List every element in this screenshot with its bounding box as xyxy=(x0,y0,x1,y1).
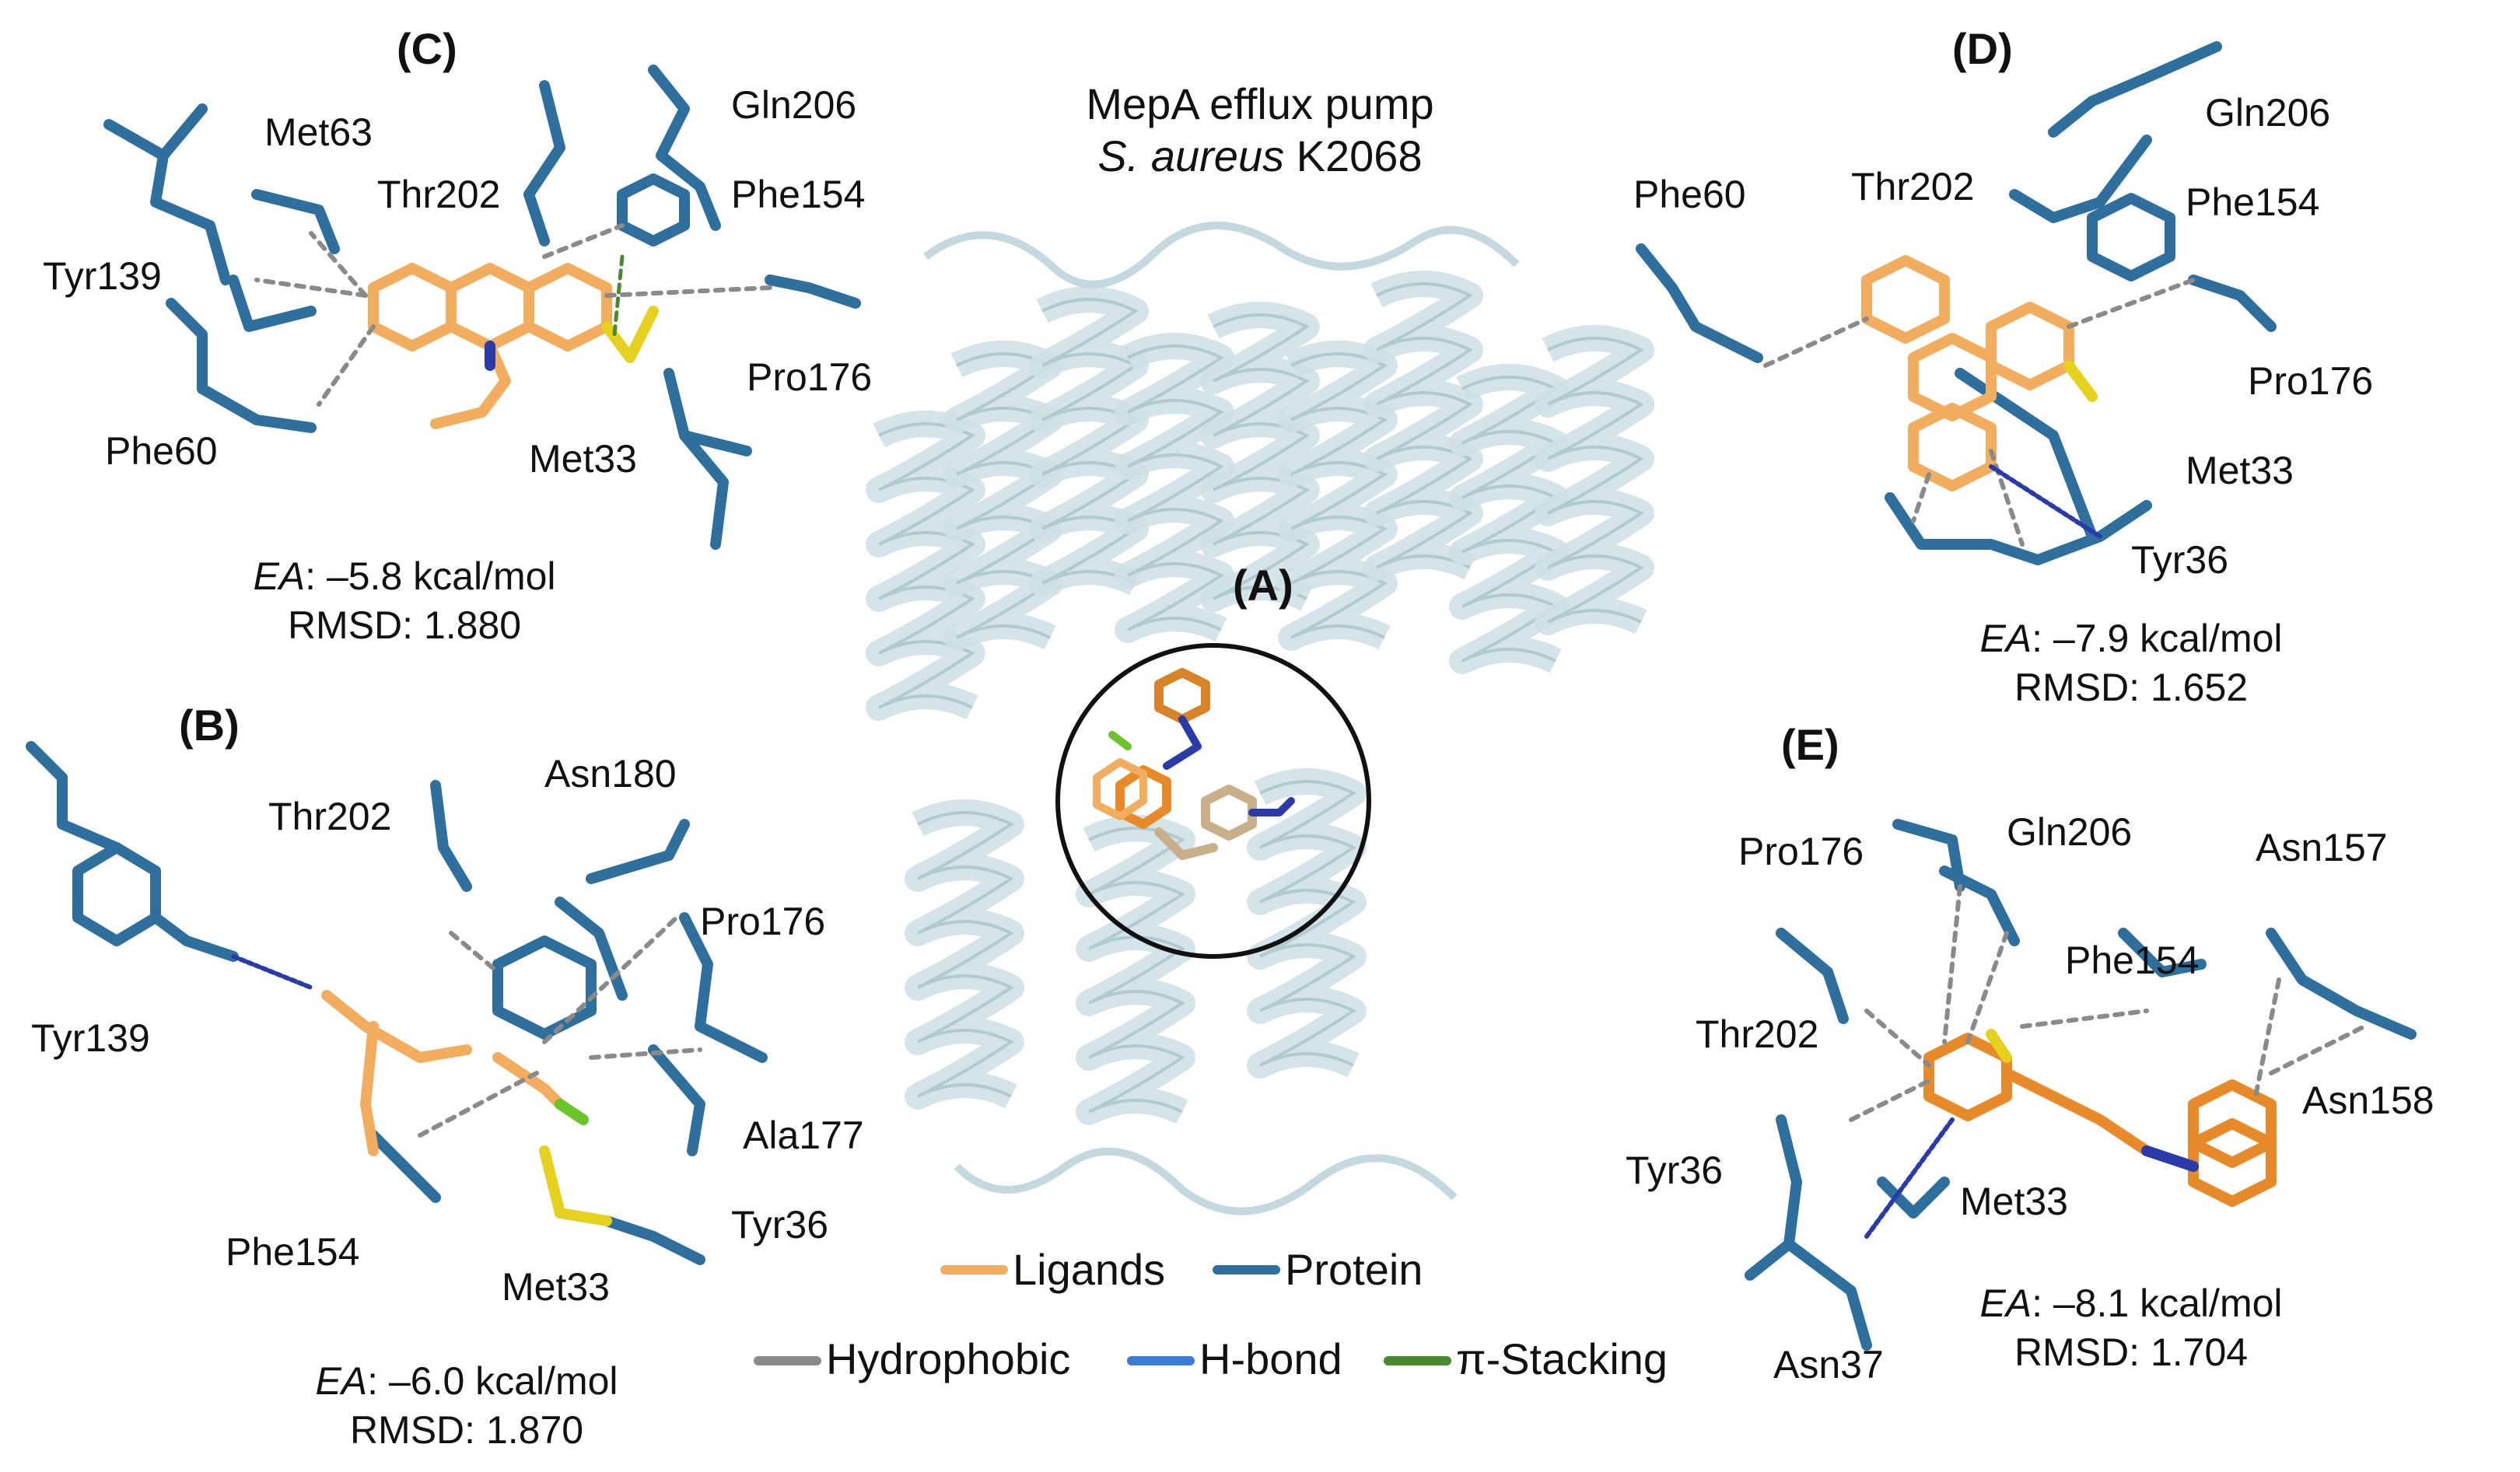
panel-e-structure xyxy=(1745,819,2417,1351)
binding-affinity: EA: –5.8 kcal/mol xyxy=(253,554,556,598)
panel-label-b: (B) xyxy=(179,701,240,750)
legend-hydrophobic: Hydrophobic xyxy=(826,1334,1071,1383)
residue-label: Asn157 xyxy=(2256,826,2388,869)
binding-site-circle xyxy=(1055,643,1371,959)
residue-label: Asn37 xyxy=(1773,1343,1884,1386)
title-strain: K2068 xyxy=(1284,131,1423,181)
rmsd-value: RMSD: 1.704 xyxy=(2014,1330,2249,1374)
residue-label: Thr202 xyxy=(1696,1012,1819,1056)
legend-protein: Protein xyxy=(1285,1245,1423,1294)
binding-affinity: EA: –6.0 kcal/mol xyxy=(315,1359,618,1403)
title-line2: S. aureus K2068 xyxy=(1058,130,1462,182)
residue-label: Phe154 xyxy=(2065,939,2200,982)
residue-label: Met63 xyxy=(264,110,373,154)
rmsd-value: RMSD: 1.652 xyxy=(2014,665,2249,709)
residue-label: Tyr36 xyxy=(1626,1149,1724,1192)
residue-label: Thr202 xyxy=(1851,165,1975,208)
residue-label: Gln206 xyxy=(2007,810,2133,854)
residue-label: Phe60 xyxy=(1633,173,1746,216)
panel-d-structure xyxy=(1636,41,2277,565)
panel-d-energy: EA: –7.9 kcal/mol RMSD: 1.652 xyxy=(1906,614,2357,712)
residue-label: Gln206 xyxy=(731,83,857,127)
residue-label: Met33 xyxy=(502,1265,610,1309)
ligand-overlay xyxy=(1093,668,1295,860)
panel-b-structure xyxy=(26,741,768,1265)
panel-e-energy: EA: –8.1 kcal/mol RMSD: 1.704 xyxy=(1906,1279,2357,1376)
residue-label: Ala177 xyxy=(743,1114,864,1157)
figure-title: MepA efflux pump S. aureus K2068 xyxy=(1058,78,1462,182)
panel-c-energy: EA: –5.8 kcal/mol RMSD: 1.880 xyxy=(179,552,630,649)
legend-hbond: H-bond xyxy=(1199,1334,1342,1383)
panel-label-c: (C) xyxy=(397,24,457,73)
title-species: S. aureus xyxy=(1097,131,1285,181)
panel-label-e: (E) xyxy=(1781,720,1839,769)
panel-label-a: (A) xyxy=(1233,561,1293,610)
legend-swatches xyxy=(754,1265,1451,1365)
residue-label: Tyr36 xyxy=(731,1203,829,1246)
residue-label: Phe154 xyxy=(731,173,866,216)
legend-ligands: Ligands xyxy=(1013,1245,1166,1294)
residue-label: Met33 xyxy=(2186,449,2294,492)
residue-label: Thr202 xyxy=(377,173,501,216)
legend-pistacking: π-Stacking xyxy=(1456,1334,1668,1383)
protein-ribbon xyxy=(879,222,1641,1215)
residue-label: Tyr139 xyxy=(43,254,162,298)
residue-label: Tyr139 xyxy=(31,1016,150,1060)
residue-label: Phe154 xyxy=(226,1230,360,1274)
panel-c-structure xyxy=(103,65,861,550)
residue-label: Pro176 xyxy=(747,355,873,399)
residue-label: Pro176 xyxy=(2248,359,2374,403)
residue-label: Pro176 xyxy=(700,900,826,943)
residue-label: Tyr36 xyxy=(2131,538,2229,582)
residue-label: Asn158 xyxy=(2302,1079,2434,1122)
residue-label: Pro176 xyxy=(1738,830,1864,873)
residue-label: Phe154 xyxy=(2186,180,2320,224)
panel-b-energy: EA: –6.0 kcal/mol RMSD: 1.870 xyxy=(241,1357,692,1454)
title-line1: MepA efflux pump xyxy=(1086,79,1434,128)
panel-label-d: (D) xyxy=(1952,24,2013,73)
rmsd-value: RMSD: 1.880 xyxy=(287,603,522,647)
residue-label: Asn180 xyxy=(544,752,677,795)
residue-label: Met33 xyxy=(1960,1180,2068,1223)
residue-label: Met33 xyxy=(529,437,637,481)
binding-affinity: EA: –8.1 kcal/mol xyxy=(1979,1281,2283,1325)
rmsd-value: RMSD: 1.870 xyxy=(349,1407,584,1452)
residue-label: Gln206 xyxy=(2205,91,2331,135)
residue-label: Thr202 xyxy=(268,795,392,838)
residue-label: Phe60 xyxy=(105,429,218,473)
binding-affinity: EA: –7.9 kcal/mol xyxy=(1979,617,2283,660)
